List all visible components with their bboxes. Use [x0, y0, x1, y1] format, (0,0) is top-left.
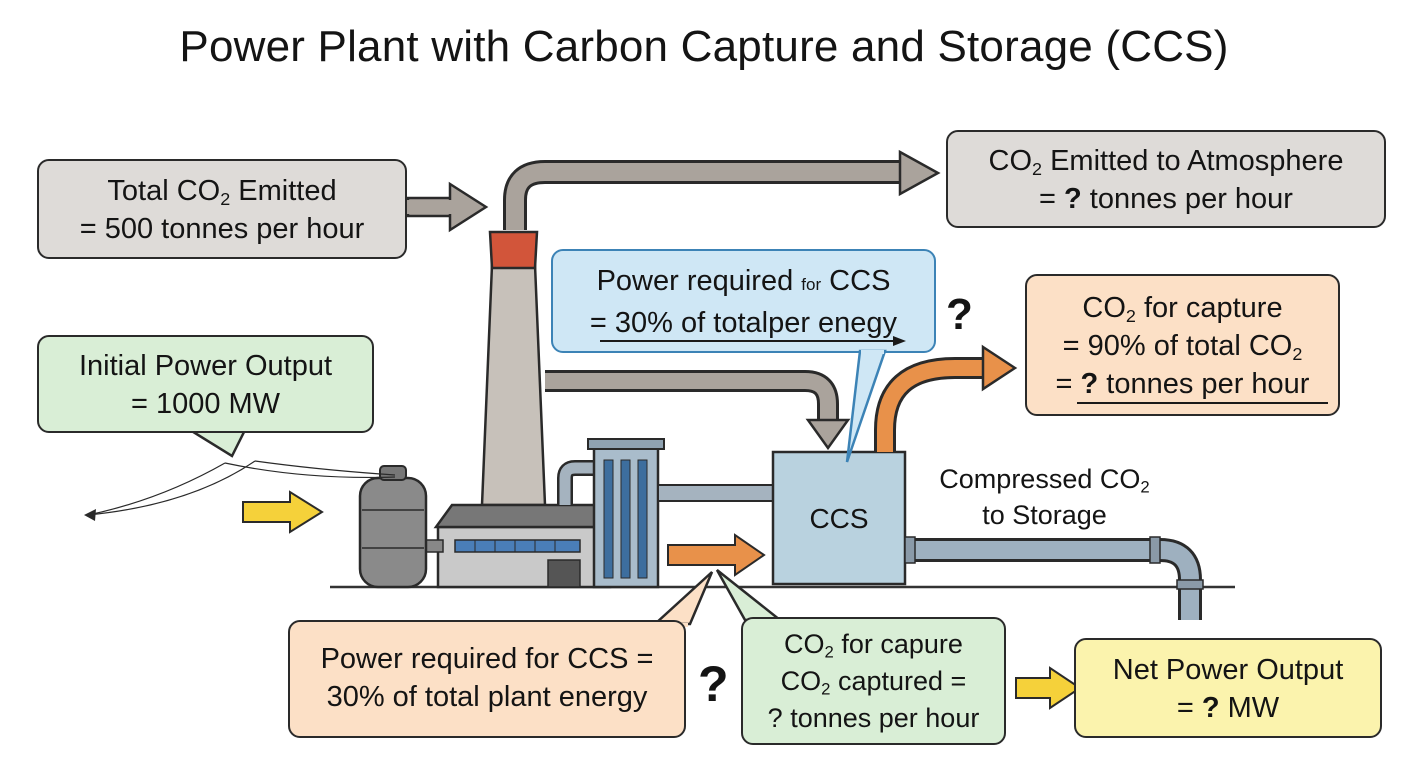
power-ccs-box: Power required for CCS = 30% of total pl… [288, 620, 686, 738]
total-emitted-box: Total CO2 Emitted = 500 tonnes per hour [37, 159, 407, 259]
capture-box: CO2 for capture = 90% of total CO2 = ? t… [1025, 274, 1340, 416]
chimney-to-ccs-arrowhead [805, 418, 851, 451]
power-to-ccs-arrow [667, 533, 766, 577]
factory-door [547, 559, 581, 588]
emitted-atmosphere-box: CO2 Emitted to Atmosphere = ? tonnes per… [946, 130, 1386, 228]
emission-arrowhead [898, 149, 941, 197]
factory-building [436, 525, 612, 589]
captured-box: CO2 for capure CO2 captured = ? tonnes p… [741, 617, 1006, 745]
question-mark-lower: ? [698, 656, 729, 712]
question-mark-upper: ? [946, 290, 973, 339]
chimney-top [488, 230, 539, 270]
chimney [480, 263, 547, 507]
total-emitted-arrow [448, 181, 489, 233]
initial-power-box: Initial Power Output = 1000 MW [37, 335, 374, 433]
power-ccs-callout: Power required for CCS = 30% of totalper… [551, 249, 936, 353]
capture-underline [1077, 402, 1328, 404]
power-input-arrow [242, 490, 324, 534]
factory-roof [433, 503, 614, 529]
compressed-storage-label: Compressed CO2 to Storage [939, 464, 1150, 530]
power-line-arrowhead [84, 509, 96, 521]
diagram-title: Power Plant with Carbon Capture and Stor… [179, 22, 1229, 71]
net-power-box: Net Power Output = ? MW [1074, 638, 1382, 738]
ccs-unit-label: CCS [809, 503, 869, 534]
net-power-arrow [1015, 666, 1082, 710]
storage-tank [358, 476, 428, 589]
capture-arrowhead [981, 344, 1018, 392]
ccs-unit [771, 450, 907, 586]
